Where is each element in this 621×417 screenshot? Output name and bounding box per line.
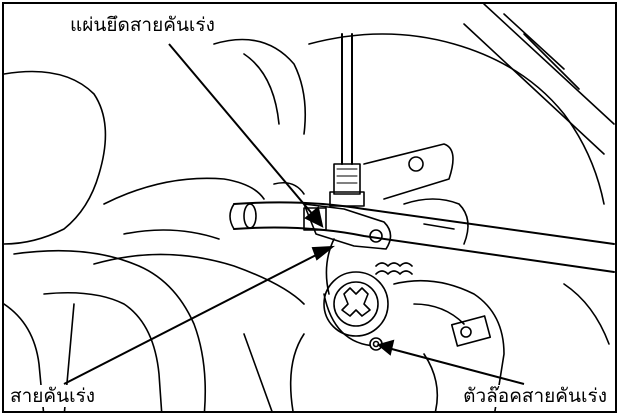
diagram-frame: แผ่นยึดสายคันเร่ง สายคันเร่ง ตัวล๊อคสายค… bbox=[2, 2, 617, 413]
cable-holder-plate-label: แผ่นยึดสายคันเร่ง bbox=[68, 14, 217, 36]
throttle-assembly-illustration bbox=[4, 4, 615, 411]
throttle-cable-label: สายคันเร่ง bbox=[8, 385, 98, 407]
throttle-cable-lock-nut-label: ตัวล๊อคสายคันเร่ง bbox=[461, 385, 609, 407]
